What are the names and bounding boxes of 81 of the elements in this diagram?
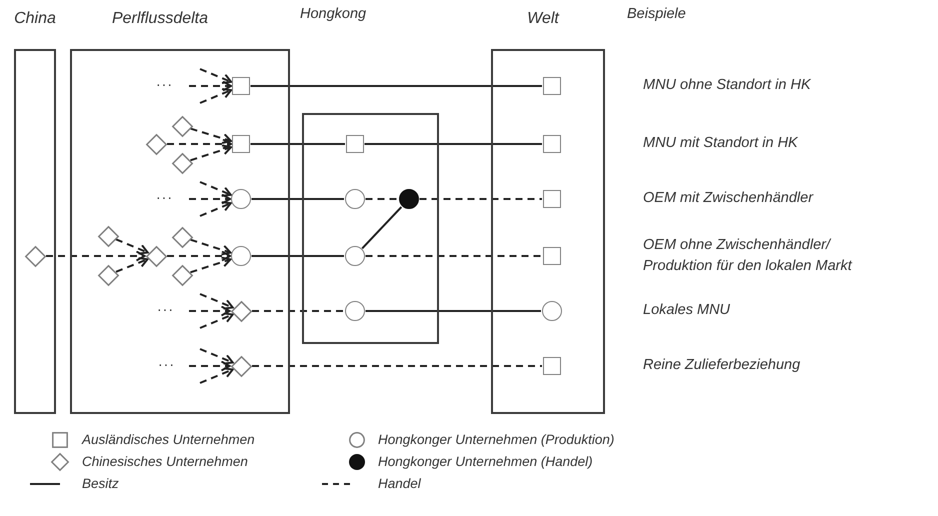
company-square [543,357,561,375]
company-diamond [98,226,118,246]
company-square [232,135,250,153]
region-frame [302,113,439,344]
trade-line [190,144,232,162]
legend-text: Handel [378,475,421,493]
ellipsis: ··· [156,190,173,204]
ellipsis: ··· [157,302,174,316]
company-square [232,77,250,95]
example-label: Reine Zulieferbeziehung [643,356,800,375]
ownership-line [252,198,344,200]
trade-line [200,181,232,197]
trade-line [200,348,234,365]
company-circle [345,189,365,209]
ellipsis: ··· [158,357,175,371]
trade-line [189,306,230,316]
example-label: MNU ohne Standort in HK [643,76,811,95]
company-diamond [172,116,192,136]
trade-line [167,250,231,262]
legend-text: Chinesisches Unternehmen [82,453,248,471]
trade-line [190,238,232,256]
company-diamond [146,246,166,266]
trade-line [189,80,232,92]
region-heading: Welt [527,10,559,28]
trade-line [116,257,148,273]
trade-line [200,312,234,329]
example-label: Lokales MNU [643,301,730,320]
trade-line [46,250,146,262]
legend-text: Hongkonger Unternehmen (Produktion) [378,431,614,449]
company-square [346,135,364,153]
company-square [543,247,561,265]
ownership-line [364,143,542,145]
region-heading: China [14,10,56,28]
column-heading: Beispiele [627,5,686,24]
trade-line [420,198,542,200]
legend-text: Hongkonger Unternehmen (Handel) [378,453,593,471]
trade-line [116,238,149,255]
company-diamond [98,264,118,286]
ownership-line [366,310,541,312]
company-circle [542,301,562,321]
example-label: OEM mit Zwischenhändler [643,189,814,208]
trade-line [200,88,232,104]
company-diamond [24,246,46,266]
trade-line [200,367,234,384]
company-circle [231,189,251,209]
ownership-line [250,85,542,87]
company-diamond [172,152,192,174]
trade-line [366,255,542,257]
legend-text: Ausländisches Unternehmen [82,431,255,449]
trade-line [189,194,231,204]
column-heading: Hongkong [300,5,366,24]
company-square [543,135,561,153]
company-diamond [230,300,252,322]
company-circle [345,301,365,321]
company-circle [231,246,251,266]
trade-line [200,68,232,84]
ownership-line [250,143,345,145]
trade-line [190,256,232,274]
example-label: MNU mit Standort in HK [643,134,798,153]
trade-line [366,198,398,200]
company-diamond [230,356,252,376]
trade-line [190,128,232,144]
company-diamond [146,134,166,154]
ownership-line [361,206,402,250]
company-diamond [172,264,192,286]
company-square [543,190,561,208]
region-heading: Perlflussdelta [112,10,208,28]
ownership-line [252,255,344,257]
company-square [543,77,561,95]
trade-line [167,138,232,150]
trade-line [200,293,234,310]
company-circle [345,246,365,266]
trade-line [189,360,230,372]
company-diamond [172,226,192,248]
trade-line [200,201,232,217]
example-label: OEM ohne Zwischenhändler/ Produktion für den lokalen Markt [643,236,854,276]
trade-line [252,310,344,312]
ellipsis: ··· [156,77,173,91]
trading-company-dot [399,189,419,209]
legend-text: Besitz [82,475,119,493]
trade-line [252,365,542,367]
